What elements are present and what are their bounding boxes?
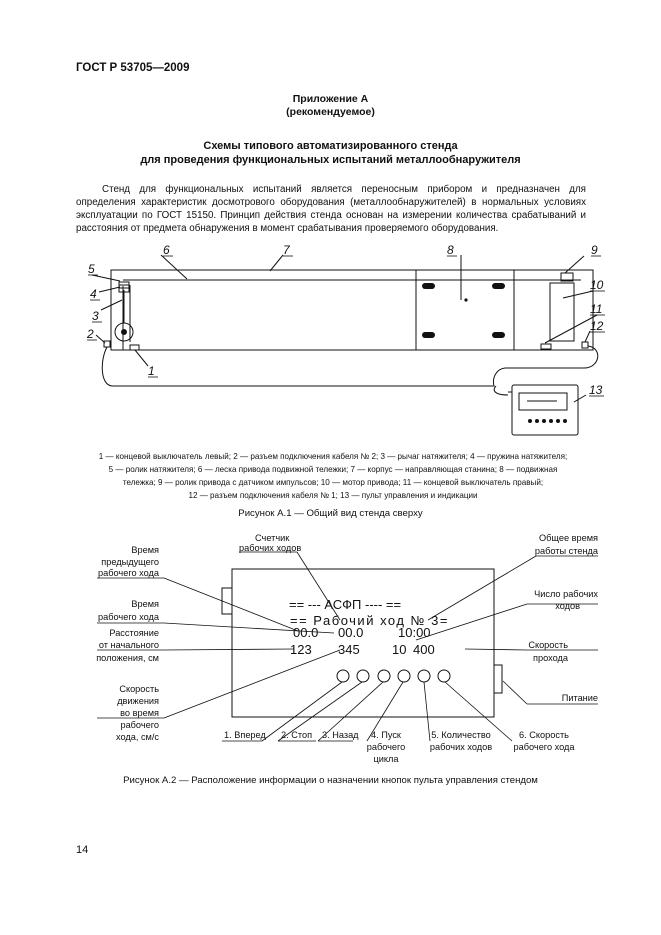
connector-1 (581, 341, 589, 349)
callout-10: 10 (590, 278, 604, 292)
callout-6: 6 (163, 243, 170, 257)
button-5-label-1: 5. Количество (431, 730, 491, 740)
label-pass-speed-2: прохода (533, 653, 569, 663)
button-6-label-2: рабочего хода (514, 742, 576, 752)
display-work-time: 00.0 (338, 625, 363, 640)
label-distance-3: положения, см (96, 653, 159, 663)
button-4-label-1: 4. Пуск (371, 730, 402, 740)
button-4-label-2: рабочего (367, 742, 406, 752)
label-total-time-1: Общее время (539, 533, 598, 543)
label-power: Питание (562, 693, 598, 703)
display-total-time: 10:00 (398, 625, 431, 640)
appendix-type: (рекомендуемое) (286, 106, 375, 118)
callout-2: 2 (86, 327, 94, 341)
button-4-label-3: цикла (374, 754, 400, 764)
button-3-label: 3. Назад (322, 730, 359, 740)
legend-line: тележка; 9 — ролик привода с датчиком им… (122, 478, 544, 487)
power-port (493, 664, 503, 694)
callout-13: 13 (589, 383, 603, 397)
callout-3: 3 (92, 309, 99, 323)
label-speed-move-3: во время (120, 708, 159, 718)
label-prev-time-2: предыдущего (101, 557, 159, 567)
right-limit-switch (540, 343, 552, 350)
button-5 (417, 669, 431, 683)
label-distance-2: от начального (99, 640, 159, 650)
label-run-count-2: ходов (555, 601, 580, 611)
label-prev-time-3: рабочего хода (98, 568, 160, 578)
button-2-label: 2. Стоп (281, 730, 312, 740)
display-distance: 123 (290, 642, 312, 657)
section-title-line1: Схемы типового автоматизированного стенд… (203, 140, 458, 152)
figure-1-legend: 1 — концевой выключатель левый; 2 — разъ… (86, 450, 580, 502)
label-speed-move-2: движения (117, 696, 159, 706)
figure-1-caption: Рисунок А.1 — Общий вид стенда сверху (238, 508, 423, 519)
callout-5: 5 (88, 262, 95, 276)
callout-4: 4 (90, 287, 97, 301)
button-3 (377, 669, 391, 683)
label-run-count-1: Число рабочих (534, 589, 598, 599)
button-1 (336, 669, 350, 683)
stand-body (110, 269, 594, 351)
callout-1: 1 (148, 364, 155, 378)
display-prev-time: 00.0 (293, 625, 318, 640)
page-number: 14 (76, 844, 89, 856)
legend-line: 12 — разъем подключения кабеля № 1; 13 —… (188, 491, 478, 500)
button-2 (356, 669, 370, 683)
left-side-port (221, 587, 233, 615)
left-limit-switch (129, 344, 140, 351)
panel-body (231, 568, 495, 718)
label-pass-speed-1: Скорость (528, 640, 568, 650)
label-total-time-2: работы стенда (535, 546, 599, 556)
figure-2-control-panel: == --- АСФП ---- == == Рабочий ход № 3= … (96, 533, 599, 764)
display-pass-speed: 400 (413, 642, 435, 657)
moving-carriage (415, 269, 515, 351)
button-6-label-1: 6. Скорость (519, 730, 569, 740)
label-speed-move-5: хода, см/с (116, 732, 159, 742)
appendix-title: Приложение А (292, 93, 369, 105)
callout-7: 7 (283, 243, 291, 257)
label-counter-1: Счетчик (255, 533, 290, 543)
display-line1: == --- АСФП ---- == (289, 597, 401, 612)
button-1-label: 1. Вперед (224, 730, 266, 740)
label-speed-move-4: рабочего (120, 720, 159, 730)
callout-11: 11 (590, 302, 602, 316)
control-panel-small (511, 384, 579, 436)
drive-motor (549, 282, 575, 342)
display-line2: == Рабочий ход № 3= (290, 613, 449, 628)
button-5-label-2: рабочих ходов (430, 742, 492, 752)
label-speed-move-1: Скорость (119, 684, 159, 694)
legend-line: 1 — концевой выключатель левый; 2 — разъ… (98, 452, 568, 461)
label-work-time-2: рабочего хода (98, 612, 160, 622)
display-speed: 345 (338, 642, 360, 657)
intro-paragraph-text: Стенд для функциональных испытаний являе… (76, 184, 586, 234)
label-distance-1: Расстояние (109, 628, 159, 638)
label-prev-time-1: Время (131, 545, 159, 555)
button-6 (437, 669, 451, 683)
figure-2-caption: Рисунок А.2 — Расположение информации о … (123, 775, 538, 786)
callout-9: 9 (591, 243, 598, 257)
button-4 (397, 669, 411, 683)
callout-8: 8 (447, 243, 454, 257)
callout-12: 12 (590, 319, 604, 333)
connector-2 (103, 340, 111, 348)
cable (101, 345, 599, 387)
intro-paragraph: Стенд для функциональных испытаний являе… (76, 183, 586, 235)
legend-line: 5 — ролик натяжителя; 6 — леска привода … (108, 465, 558, 474)
drive-roller (560, 272, 574, 282)
section-title-line2: для проведения функциональных испытаний … (140, 154, 521, 166)
standard-header: ГОСТ Р 53705—2009 (76, 62, 190, 74)
figure-1-stand-top-view: 1 2 3 4 5 6 7 8 9 10 11 12 13 (86, 243, 605, 436)
display-run-count: 10 (392, 642, 406, 657)
label-counter-2: рабочих ходов (239, 543, 301, 553)
label-work-time-1: Время (131, 599, 159, 609)
